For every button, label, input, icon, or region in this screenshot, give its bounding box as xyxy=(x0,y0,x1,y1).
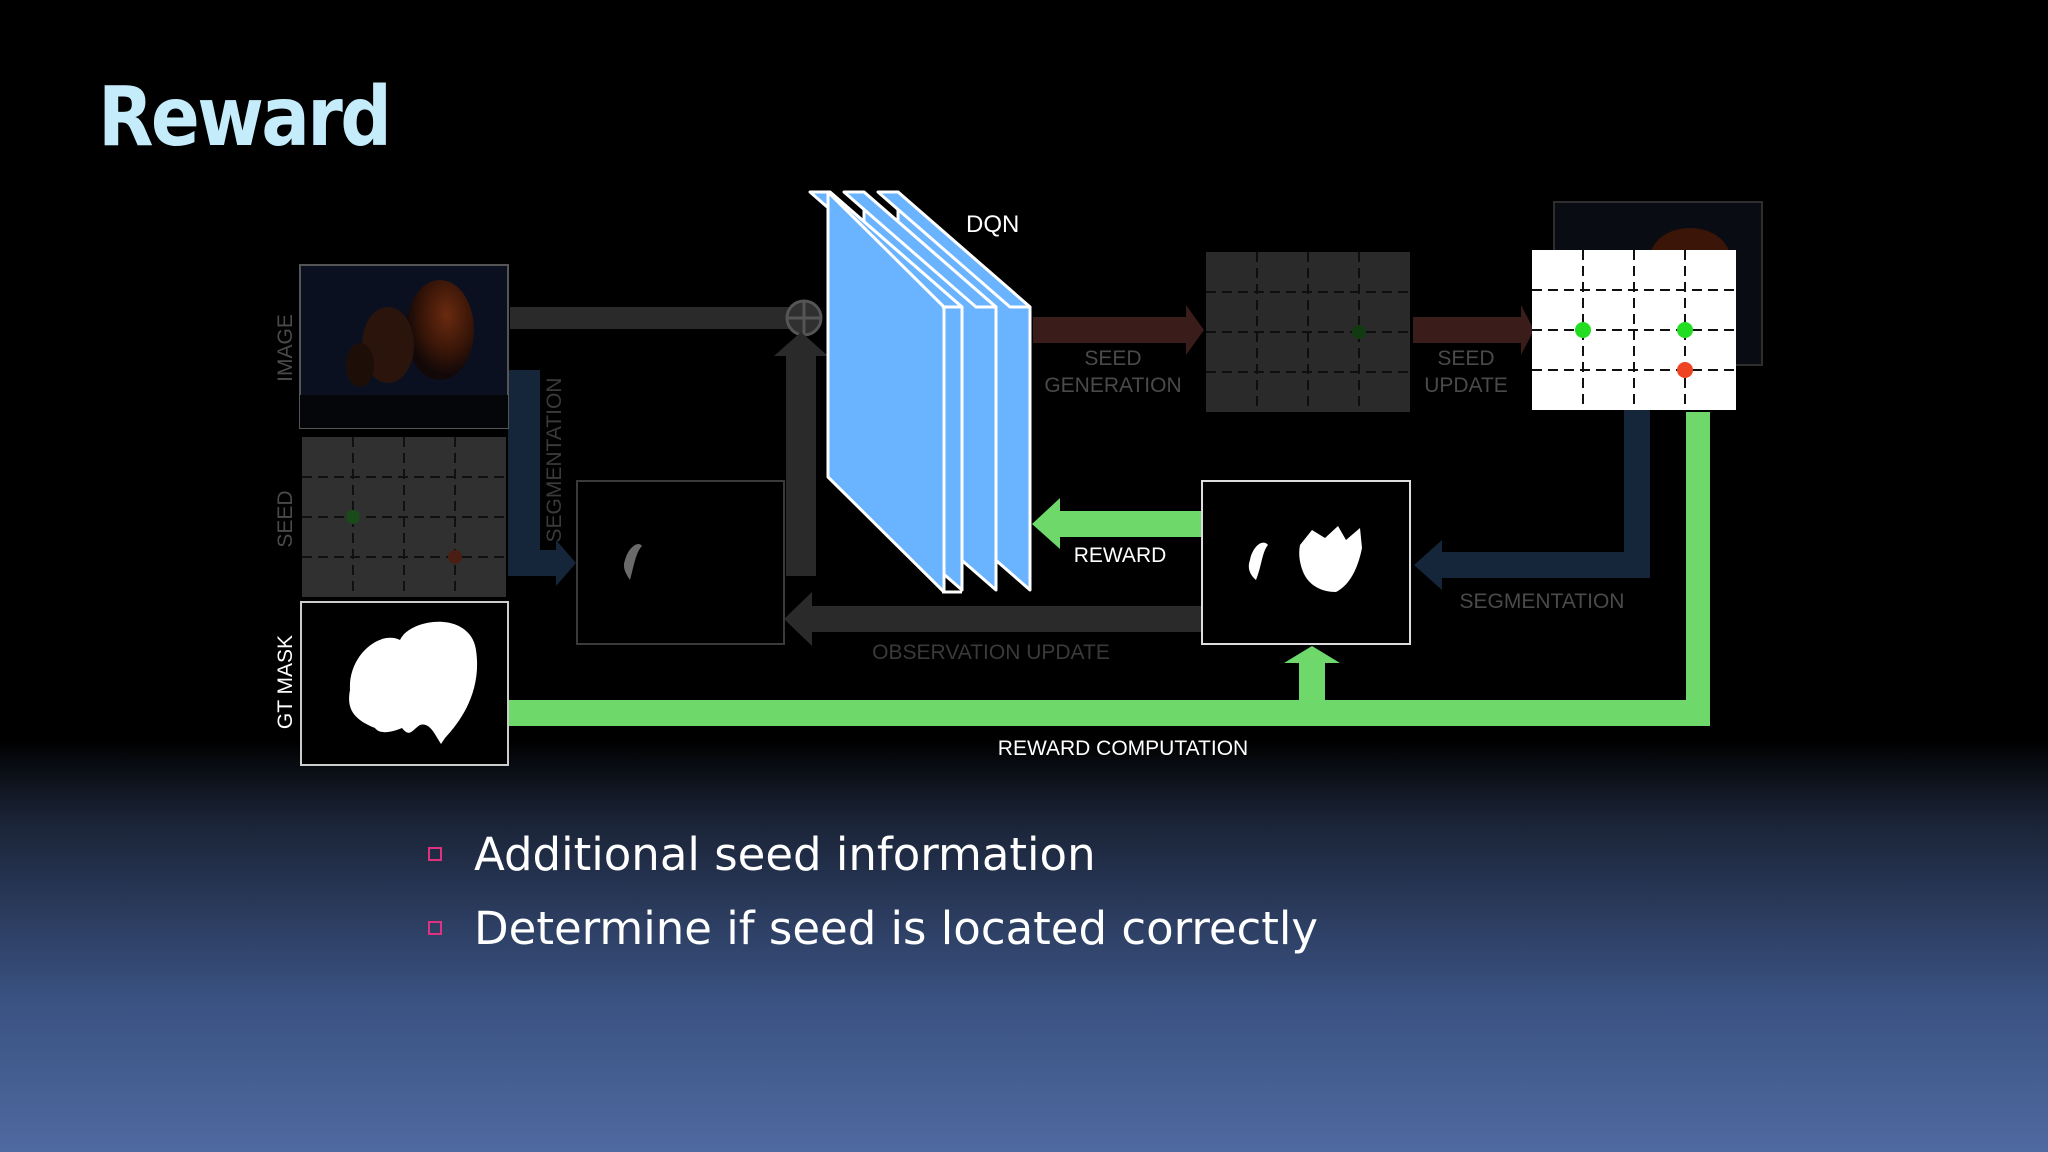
updated-seed-point-positive-1 xyxy=(1575,322,1591,338)
seed-generation-label-line1: SEED xyxy=(1084,347,1141,370)
image-label: IMAGE xyxy=(274,314,297,382)
generated-seed-point xyxy=(1352,325,1366,339)
seed-update-label-line2: UPDATE xyxy=(1424,374,1508,397)
reward-computation-arrow xyxy=(508,412,1710,726)
reward-computation-label: REWARD COMPUTATION xyxy=(998,737,1248,760)
segmentation-result xyxy=(1201,480,1411,645)
observation-update-arrow xyxy=(784,592,1202,646)
updated-seed-point-negative xyxy=(1677,362,1693,378)
seed-update-arrow xyxy=(1413,305,1534,355)
segmentation-label: SEGMENTATION xyxy=(1460,590,1625,613)
updated-seed-grid xyxy=(1532,201,1763,410)
generated-seed-grid xyxy=(1206,252,1410,412)
bullet-marker-icon xyxy=(428,921,442,935)
bullet-marker-icon xyxy=(428,847,442,861)
seed-point-positive xyxy=(346,510,360,524)
observation-to-sum-arrow xyxy=(774,332,828,576)
updated-seed-point-positive-2 xyxy=(1677,322,1693,338)
seed-point-negative xyxy=(448,550,462,564)
bullet-text-2: Determine if seed is located correctly xyxy=(474,902,1319,955)
seed-grid xyxy=(302,437,506,597)
bullet-item-2: Determine if seed is located correctly xyxy=(428,897,1318,971)
sum-node xyxy=(785,299,823,337)
seed-generation-arrow xyxy=(1033,305,1204,355)
seed-label: SEED xyxy=(274,490,297,547)
dqn-network xyxy=(808,190,1032,594)
gt-mask-label: GT MASK xyxy=(274,635,297,729)
seed-update-label-line1: SEED xyxy=(1437,347,1494,370)
bullet-item-1: Additional seed information xyxy=(428,823,1318,897)
segmentation-arrow xyxy=(1414,410,1650,590)
slide-title: Reward xyxy=(98,70,392,165)
reward-label: REWARD xyxy=(1074,544,1167,567)
bullet-list: Additional seed information Determine if… xyxy=(428,823,1318,971)
observation-box xyxy=(576,480,785,645)
segmentation-vertical-label: SEGMENTATION xyxy=(543,378,566,543)
gt-mask xyxy=(300,601,509,766)
segmentation-down-arrow xyxy=(508,370,576,586)
input-image xyxy=(299,264,509,429)
observation-update-label: OBSERVATION UPDATE xyxy=(872,641,1110,664)
image-to-dqn-arrow xyxy=(510,307,810,329)
dqn-label: DQN xyxy=(966,211,1019,238)
bullet-text-1: Additional seed information xyxy=(474,828,1096,881)
reward-arrow xyxy=(1032,498,1203,549)
seed-generation-label-line2: GENERATION xyxy=(1044,374,1181,397)
